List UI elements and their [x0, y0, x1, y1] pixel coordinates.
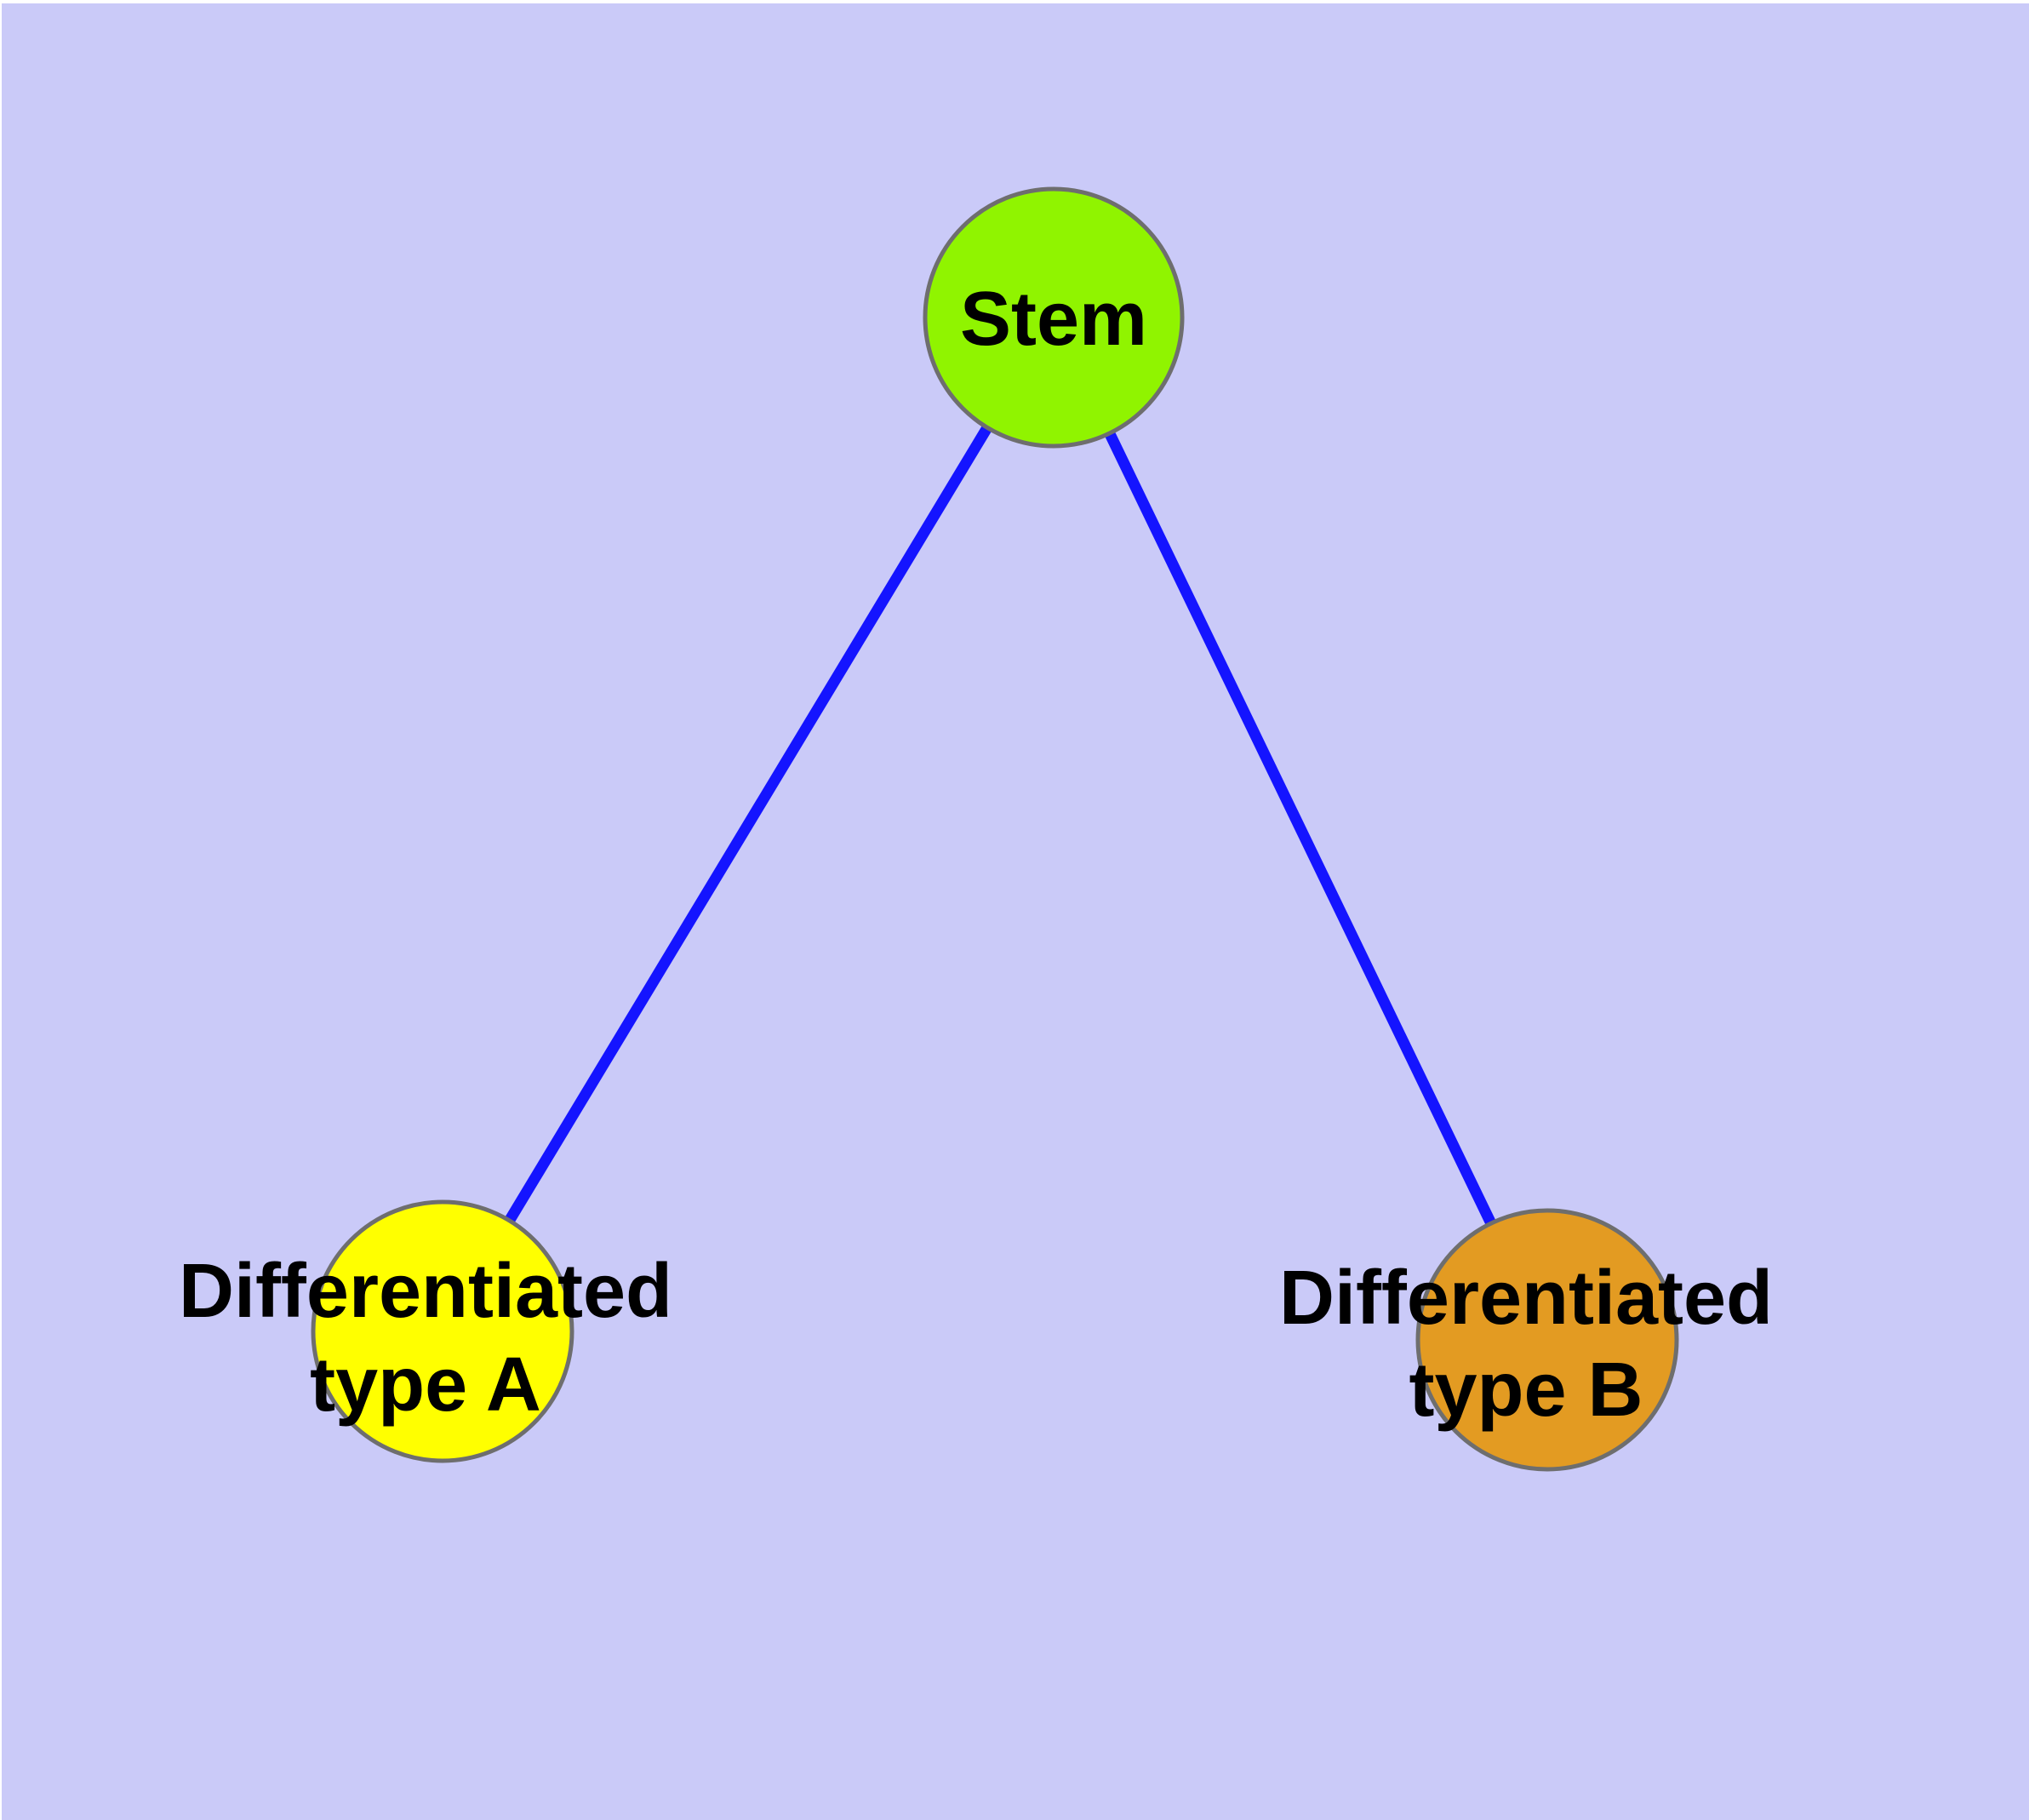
edge-stem-to-type-a [437, 314, 1059, 1335]
node-differentiated-type-a [311, 1199, 574, 1463]
edge-group [437, 314, 1552, 1342]
node-stem [923, 186, 1185, 449]
node-type-b-label-line2: type B [1409, 1348, 1643, 1433]
node-type-b-label-line1: Differentiated [1279, 1256, 1773, 1341]
label-group: Stem Differentiated type A Differentiate… [179, 277, 1773, 1433]
node-type-a-label-line1: Differentiated [179, 1249, 672, 1334]
node-type-a-label-line2: type A [310, 1342, 541, 1428]
node-stem-label: Stem [960, 277, 1147, 362]
node-group [311, 186, 1679, 1472]
node-differentiated-type-b [1415, 1208, 1679, 1472]
edge-stem-to-type-b [1049, 315, 1552, 1342]
